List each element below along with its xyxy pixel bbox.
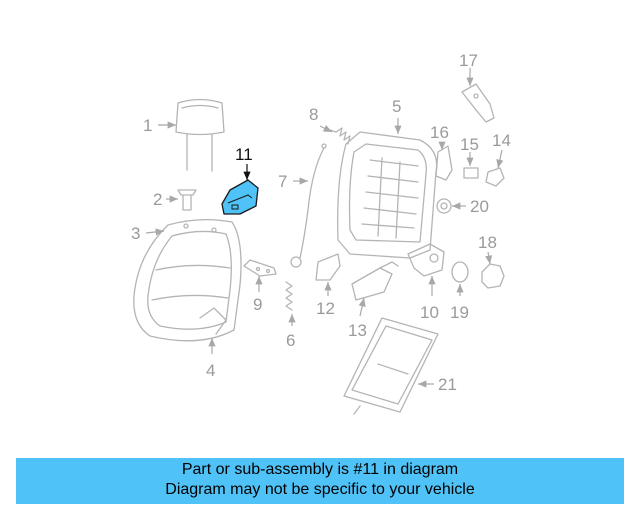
part-6-spring	[285, 281, 293, 311]
callout-14: 14	[492, 131, 511, 150]
callout-labels: 1 2 3 4 5 6 7 8 9 10 11 12 13 14 15 16 1…	[131, 51, 511, 394]
part-21-panel	[343, 317, 439, 415]
callout-1: 1	[143, 116, 152, 135]
callout-16: 16	[430, 123, 449, 142]
info-banner: Part or sub-assembly is #11 in diagram D…	[16, 458, 624, 504]
part-2-guide	[177, 189, 197, 211]
part-14-switch	[485, 167, 505, 187]
part-18-knob	[481, 263, 505, 289]
part-7-cable	[290, 143, 327, 268]
part-19-cap	[451, 261, 469, 283]
callout-5: 5	[392, 97, 401, 116]
part-15-switch	[463, 167, 479, 179]
callout-15: 15	[460, 135, 479, 154]
callout-21: 21	[438, 375, 457, 394]
part-16-cover	[435, 145, 453, 181]
callout-2: 2	[153, 190, 162, 209]
part-11-highlighted	[221, 179, 259, 215]
callout-11: 11	[235, 145, 253, 164]
part-20-gear	[436, 198, 452, 214]
part-1-headrest	[175, 98, 225, 172]
callout-9: 9	[253, 295, 262, 314]
part-5-backrest-frame	[337, 131, 438, 259]
part-8-spring	[329, 127, 351, 145]
callout-4: 4	[206, 361, 215, 380]
callout-17: 17	[459, 51, 478, 70]
parts-diagram: 1 2 3 4 5 6 7 8 9 10 11 12 13 14 15 16 1…	[131, 51, 511, 415]
callout-18: 18	[478, 233, 497, 252]
leader-lines	[145, 68, 504, 388]
callout-13: 13	[348, 321, 367, 340]
callout-8: 8	[309, 105, 318, 124]
callout-12: 12	[316, 299, 335, 318]
callout-10: 10	[420, 303, 439, 322]
callout-20: 20	[470, 197, 489, 216]
part-10-recliner	[407, 243, 445, 277]
callout-19: 19	[450, 303, 469, 322]
callout-3: 3	[131, 224, 140, 243]
banner-line-2: Diagram may not be specific to your vehi…	[165, 481, 475, 498]
part-17-handle	[461, 83, 495, 123]
part-12-bracket	[315, 253, 341, 281]
callout-7: 7	[278, 172, 287, 191]
part-3-backrest-cushion	[133, 218, 242, 342]
callout-6: 6	[286, 331, 295, 350]
part-9-bracket	[243, 259, 277, 277]
banner-line-1: Part or sub-assembly is #11 in diagram	[181, 461, 459, 478]
part-13-recliner	[351, 261, 399, 301]
